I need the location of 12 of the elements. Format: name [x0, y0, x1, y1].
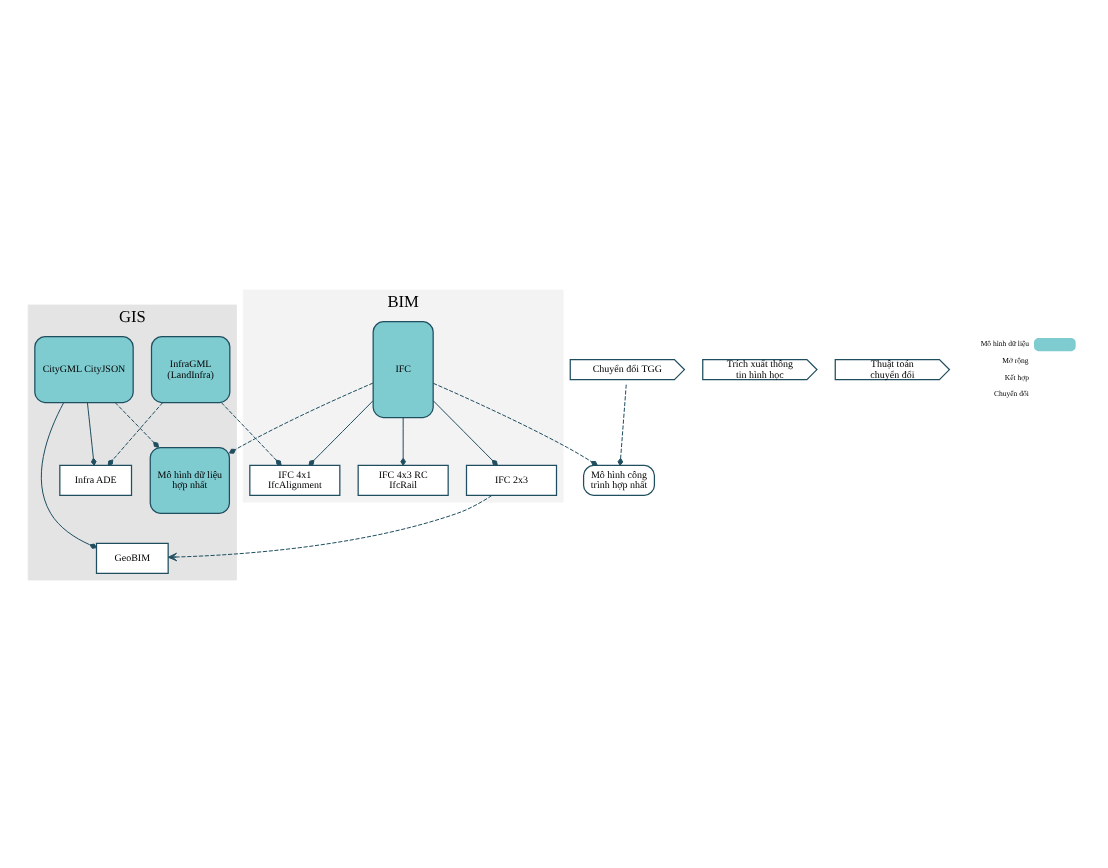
arrow	[167, 494, 493, 561]
connector	[400, 416, 406, 465]
connector	[308, 399, 374, 465]
connector	[432, 381, 598, 465]
connector	[617, 383, 627, 465]
connector	[432, 399, 498, 465]
connector	[114, 401, 159, 447]
connector	[40, 401, 97, 548]
connector	[220, 401, 282, 465]
connector	[107, 401, 164, 465]
connector	[86, 401, 97, 465]
connector	[229, 381, 374, 453]
